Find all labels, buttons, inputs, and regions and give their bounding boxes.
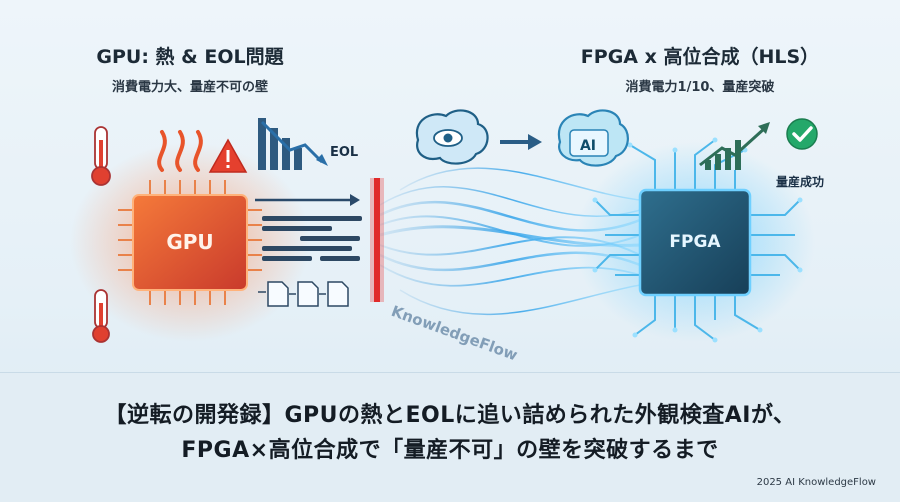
document-connector	[258, 291, 326, 295]
code-lines	[262, 216, 362, 261]
copyright-text: 2025 AI KnowledgeFlow	[756, 477, 876, 488]
headline-line-1: 【逆転の開発録】GPUの熱とEOLに追い詰められた外観検査AIが、	[104, 403, 796, 428]
check-circle-icon	[786, 118, 818, 150]
rising-chart-icon	[699, 122, 770, 170]
headline-banner	[0, 372, 900, 502]
thermometer-icon	[91, 126, 111, 186]
thermometer-icon	[92, 289, 110, 343]
gpu-problem-subtitle: 消費電力大、量産不可の壁	[111, 80, 268, 95]
fpga-chip	[575, 137, 815, 343]
hero-illustration: GPU: 熱 & EOL問題 消費電力大、量産不可の壁 FPGA x 高位合成（…	[70, 46, 825, 364]
data-flow-waves	[379, 167, 641, 316]
hero-graphics	[70, 109, 818, 343]
fpga-chip-label: FPGA	[669, 232, 721, 252]
declining-chart-icon	[258, 118, 328, 170]
gpu-chip-label: GPU	[166, 230, 214, 254]
mass-production-success-label: 量産成功	[776, 175, 825, 189]
fpga-solution-title: FPGA x 高位合成（HLS）	[580, 46, 820, 68]
warning-icon	[208, 138, 248, 173]
document-icon	[267, 281, 349, 307]
ai-brain-label: AI	[579, 138, 597, 154]
brain-eye-icon	[415, 109, 489, 165]
ai-brain-icon	[557, 109, 629, 167]
gpu-problem-title: GPU: 熱 & EOL問題	[96, 46, 284, 68]
fpga-solution-subtitle: 消費電力1/10、量産突破	[625, 80, 775, 95]
eol-label: EOL	[330, 145, 359, 160]
heat-waves-icon	[157, 130, 203, 172]
arrow-right-icon	[500, 134, 542, 150]
gpu-chip	[70, 142, 310, 342]
headline-line-2: FPGA×高位合成で「量産不可」の壁を突破するまで	[181, 438, 719, 463]
barrier-wall	[370, 178, 384, 302]
arrow-right-icon	[255, 194, 360, 206]
